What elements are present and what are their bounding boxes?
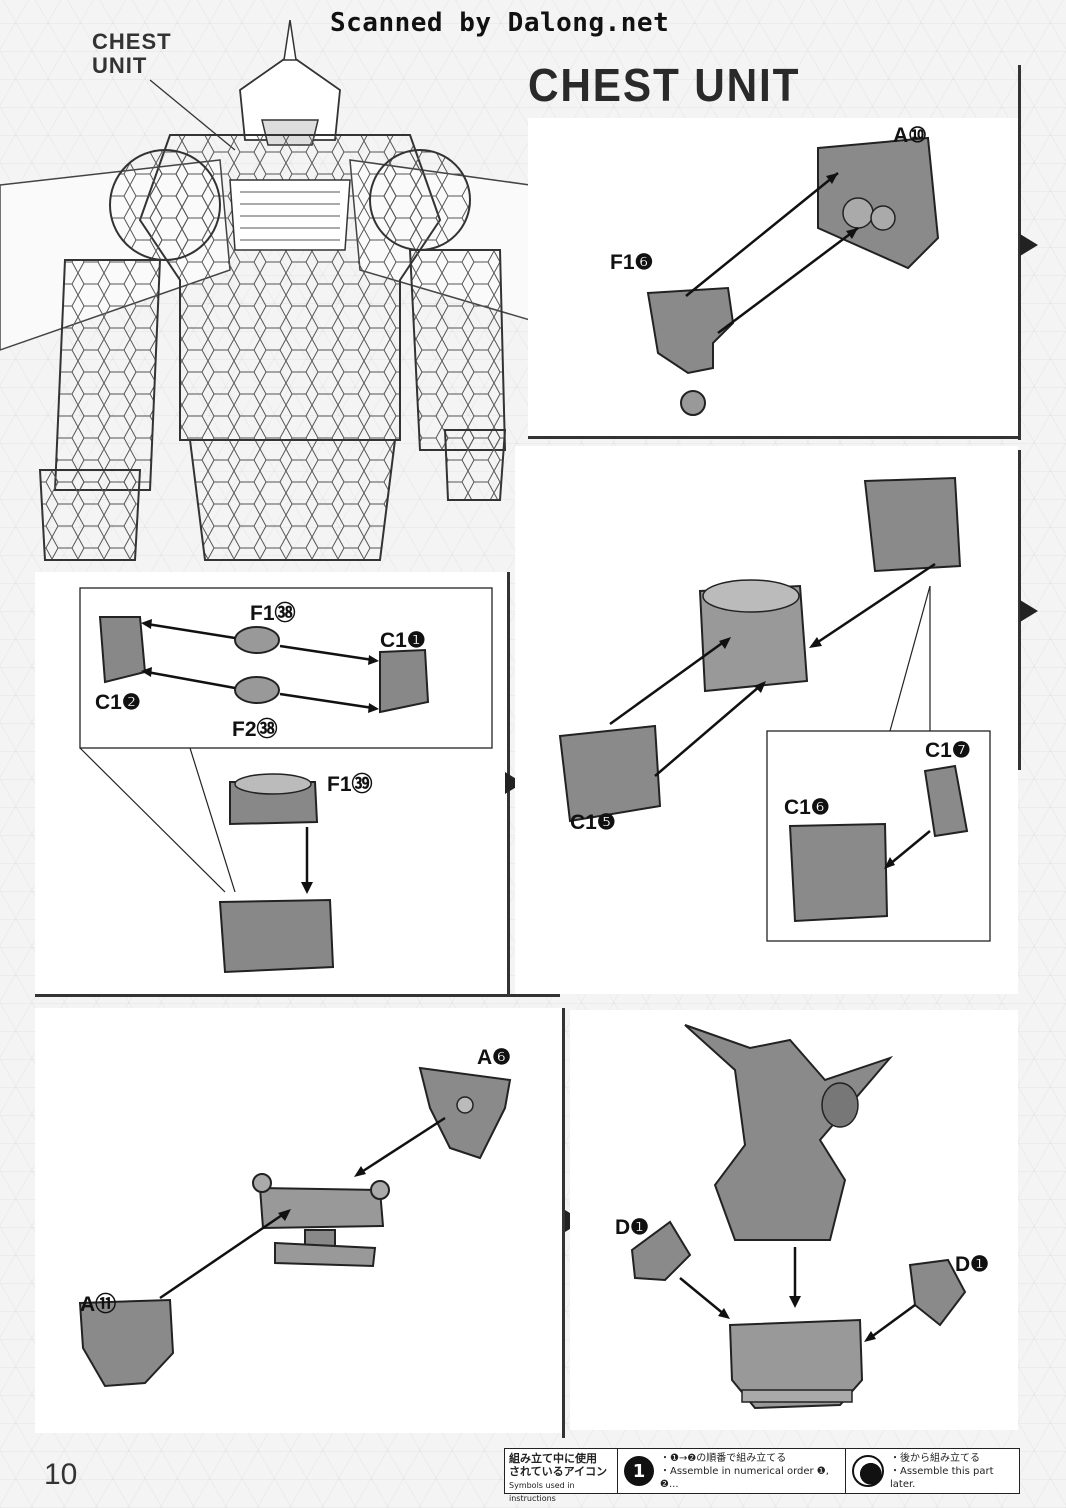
part-label-f123: F1㊳ [250,602,296,625]
part-label-f223: F2㊳ [232,718,278,741]
part-label-f16: F1❻ [610,251,654,274]
step4-diagram [78,1066,512,1388]
legend-jp-line2: されているアイコン [509,1465,608,1478]
step2-diagram [79,587,493,974]
hero-callout-label: CHEST UNIT [92,30,172,78]
legend-later-cell: ・後から組み立てる ・Assemble this part later. [845,1449,1019,1493]
legend-heading: 組み立て中に使用 されているアイコン Symbols used in instr… [505,1449,618,1503]
page-number: 10 [44,1458,78,1491]
part-label-c16: C1❻ [784,796,830,819]
part-label-d1-left: D❶ [615,1216,649,1239]
step-arrow [1020,234,1038,256]
step3-diagram [558,476,991,942]
step-number-badge-icon: 1 [624,1456,654,1486]
scan-watermark: Scanned by Dalong.net [330,8,670,38]
legend-caption: Symbols used in instructions [509,1481,575,1503]
robot-hero-illustration [0,20,530,561]
part-label-a6: A❻ [477,1046,511,1069]
hero-label-line2: UNIT [92,53,148,78]
part-label-c15: C1❺ [570,811,616,834]
section-title: CHEST UNIT [528,59,801,111]
legend-later-jp: ・後から組み立てる [890,1452,980,1464]
legend-order-en: ・Assemble in numerical order ❶, ❷... [660,1465,829,1490]
part-label-c12: C1❷ [95,691,141,714]
legend-later-en: ・Assemble this part later. [890,1465,994,1490]
part-label-f134: F1㊴ [327,773,373,796]
step-arrow [1020,600,1038,622]
legend-order-jp: ・❶→❷の順番で組み立てる [660,1452,787,1464]
assemble-later-icon [852,1455,884,1487]
part-label-a10: A⑩ [893,124,927,147]
legend-jp-line1: 組み立て中に使用 [509,1452,597,1465]
symbols-legend: 組み立て中に使用 されているアイコン Symbols used in instr… [504,1448,1020,1503]
step5-diagram [630,1024,967,1410]
legend-order-cell: 1 ・❶→❷の順番で組み立てる ・Assemble in numerical o… [618,1449,845,1493]
part-label-c11: C1❶ [380,629,426,652]
step1-panel [528,118,1018,436]
part-label-a11: A⑪ [80,1293,117,1316]
hero-label-line1: CHEST [92,29,172,54]
part-label-c17: C1❼ [925,739,971,762]
step1-diagram [646,136,940,416]
part-label-d1-right: D❶ [955,1253,989,1276]
